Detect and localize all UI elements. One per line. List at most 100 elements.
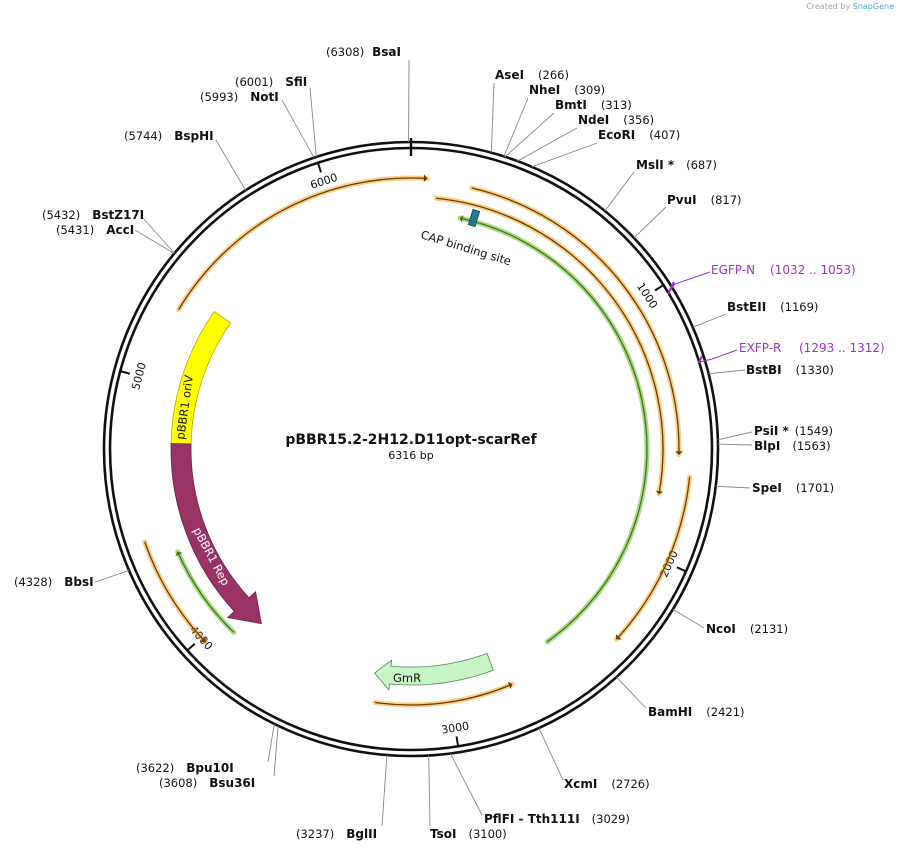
enzyme-pos: (3237) (296, 827, 334, 841)
enzyme-leader (517, 127, 578, 162)
enzyme-leader (490, 82, 495, 153)
orf-right-outer[interactable] (471, 187, 680, 455)
enzyme-leader (717, 443, 753, 446)
enzyme-bmti: BmtI (555, 98, 587, 112)
enzyme-pos: (356) (623, 113, 654, 127)
enzyme-leader (449, 753, 483, 816)
enzyme-leader (215, 139, 246, 191)
enzyme-pos: (407) (649, 128, 680, 142)
feature-oriv[interactable] (170, 310, 232, 445)
enzyme-leader-lines (94, 59, 753, 827)
enzyme-leader (708, 369, 746, 375)
svg-text:NcoI(2131): NcoI(2131) (706, 622, 788, 636)
enzyme-pos: (3029) (592, 812, 630, 826)
enzyme-pos: (5993) (200, 90, 238, 104)
primer-exfp-r-mark (697, 355, 704, 364)
svg-text:NdeI(356): NdeI (356) (578, 113, 654, 127)
enzyme-leader (692, 313, 727, 328)
enzyme-asei: AseI (495, 68, 524, 82)
enzyme-labels: (6308) BsaI AseI (266) NheI (309) BmtI (313… (14, 45, 834, 841)
orf-right-inner[interactable] (435, 197, 664, 495)
orf-right-lower[interactable] (615, 477, 691, 640)
snapgene-branding: Created by SnapGene (806, 2, 894, 11)
svg-text:BlpI(1563): BlpI(1563) (754, 439, 831, 453)
enzyme-ndei: NdeI (578, 113, 609, 127)
plasmid-name: pBBR15.2-2H12.D11opt-scarRef (285, 432, 537, 448)
enzyme-spei: SpeI (752, 481, 782, 495)
tick-mark (186, 643, 196, 652)
enzyme-pos: (4328) (14, 575, 52, 589)
enzyme-pos: (5744) (124, 129, 162, 143)
enzyme-pos: (6308) (326, 45, 364, 59)
enzyme-psii: PsiI * (754, 424, 789, 438)
tick-mark (119, 370, 131, 375)
enzyme-leader (531, 142, 598, 168)
orf-arrows (142, 174, 693, 708)
enzyme-pos: (6001) (235, 75, 273, 89)
enzyme-leader (538, 727, 564, 781)
svg-text:(6001)SfiI: (6001) SfiI (235, 75, 307, 89)
svg-text:BmtI(313): BmtI (313) (555, 98, 632, 112)
enzyme-bbsi: BbsI (64, 575, 93, 589)
enzyme-pos: (3608) (159, 776, 197, 790)
primer-exfp-r-label[interactable]: EXFP-R (739, 341, 781, 355)
tick-mark (654, 284, 664, 292)
enzyme-pos: (5431) (56, 223, 94, 237)
enzyme-leader (503, 97, 529, 157)
enzyme-bstbi: BstBI (746, 363, 782, 377)
enzyme-nhei: NheI (529, 83, 560, 97)
enzyme-bstz17i: BstZ17I (92, 208, 144, 222)
orf-bottom[interactable] (374, 683, 513, 706)
enzyme-leader (717, 431, 753, 441)
enzyme-leader (281, 99, 315, 158)
primer-exfp-r-range: (1293 .. 1312) (799, 341, 885, 355)
svg-text:(5993)NotI: (5993) NotI (200, 90, 279, 104)
enzyme-sfii: SfiI (285, 75, 307, 89)
enzyme-pos: (2726) (611, 777, 649, 791)
enzyme-pos: (2131) (750, 622, 788, 636)
enzyme-blpi: BlpI (754, 439, 780, 453)
orf-green-left[interactable] (177, 551, 235, 633)
enzyme-ecori: EcoRI (598, 128, 635, 142)
enzyme-pos: (1701) (796, 481, 834, 495)
feature-gmr[interactable] (373, 652, 494, 691)
enzyme-leader (715, 485, 751, 489)
svg-text:XcmI(2726): XcmI (2726) (564, 777, 650, 791)
orf-top-left[interactable] (178, 177, 428, 310)
orf-green-right[interactable] (459, 217, 648, 643)
svg-text:PflFI - Tth111I(3029): PflFI - Tth111I(3029) (484, 812, 630, 826)
svg-text:(5431)AccI: (5431)AccI (56, 223, 134, 237)
svg-text:(3608)Bsu36I: (3608)Bsu36I (159, 776, 255, 790)
orf-left-outer[interactable] (144, 541, 206, 643)
enzyme-pos: (3100) (468, 827, 506, 841)
enzyme-pos: (266) (538, 68, 569, 82)
enzyme-noti: NotI (250, 90, 279, 104)
enzyme-leader (141, 216, 175, 254)
enzyme-pos: (309) (574, 83, 605, 97)
enzyme-pvui: PvuI (667, 193, 697, 207)
enzyme-pos: (313) (601, 98, 632, 112)
enzyme-leader (504, 112, 555, 158)
enzyme-bpu10i: Bpu10I (186, 761, 233, 775)
feature-label-cap: CAP binding site (419, 227, 513, 268)
svg-text:AseI(266): AseI (266) (495, 68, 569, 82)
enzyme-tsoi: TsoI (430, 827, 456, 841)
svg-text:BamHI(2421): BamHI(2421) (648, 705, 745, 719)
primer-egfp-n-label[interactable]: EGFP-N (711, 263, 755, 277)
svg-text:MslI *(687): MslI *(687) (636, 158, 717, 172)
enzyme-pos: (1330) (796, 363, 834, 377)
enzyme-xcmi: XcmI (564, 777, 597, 791)
feature-pbbr1-rep[interactable] (170, 443, 262, 625)
tick-label: 5000 (129, 361, 149, 391)
feature-cap-binding-site[interactable] (467, 208, 481, 228)
svg-text:(6308) BsaI: (6308) BsaI (326, 45, 401, 59)
enzyme-leader (381, 755, 388, 827)
branding-name: SnapGene (852, 2, 894, 11)
primer-egfp-n-mark (667, 281, 675, 295)
branding-prefix: Created by (806, 2, 851, 11)
enzyme-pos: (1169) (780, 300, 818, 314)
svg-text:NheI(309): NheI (309) (529, 83, 605, 97)
enzyme-bsai: BsaI (372, 45, 401, 59)
svg-text:SpeI(1701): SpeI (1701) (752, 481, 834, 495)
